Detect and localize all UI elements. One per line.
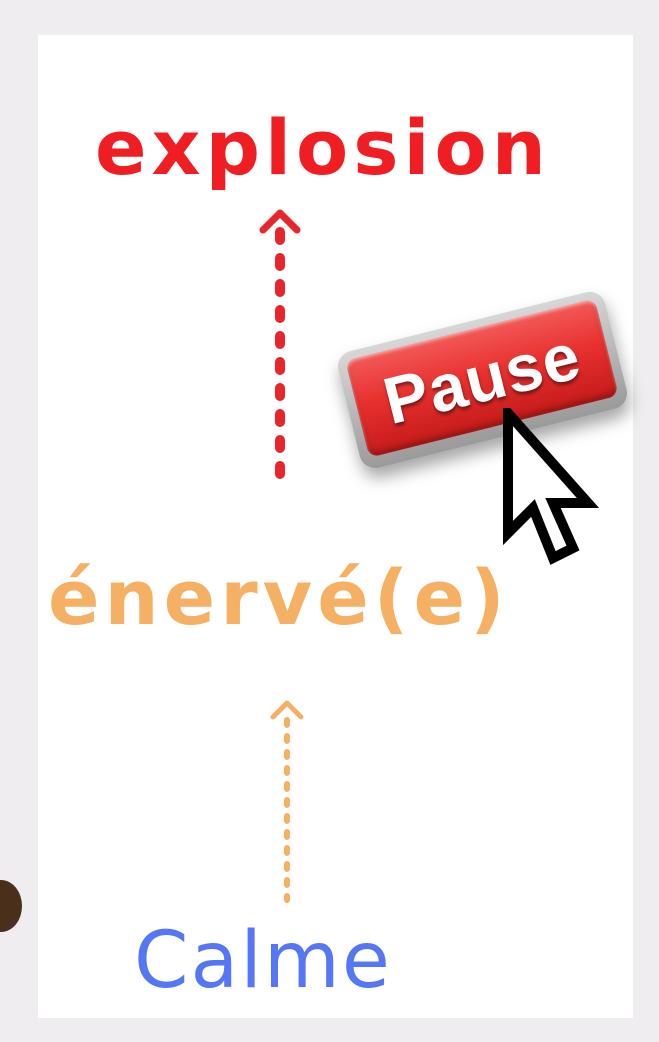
mouse-cursor-icon [503,408,600,565]
diagram-card [38,35,633,1018]
calme-label: Calme [134,916,392,1006]
pause-graphic: Pause [334,288,659,600]
dotted-up-arrow-bottom-icon [270,700,304,903]
brown-blob-decoration [0,880,22,932]
explosion-label: explosion [95,103,551,192]
dotted-up-arrow-top-icon [259,209,301,495]
enerve-label: énervé(e) [48,553,510,642]
